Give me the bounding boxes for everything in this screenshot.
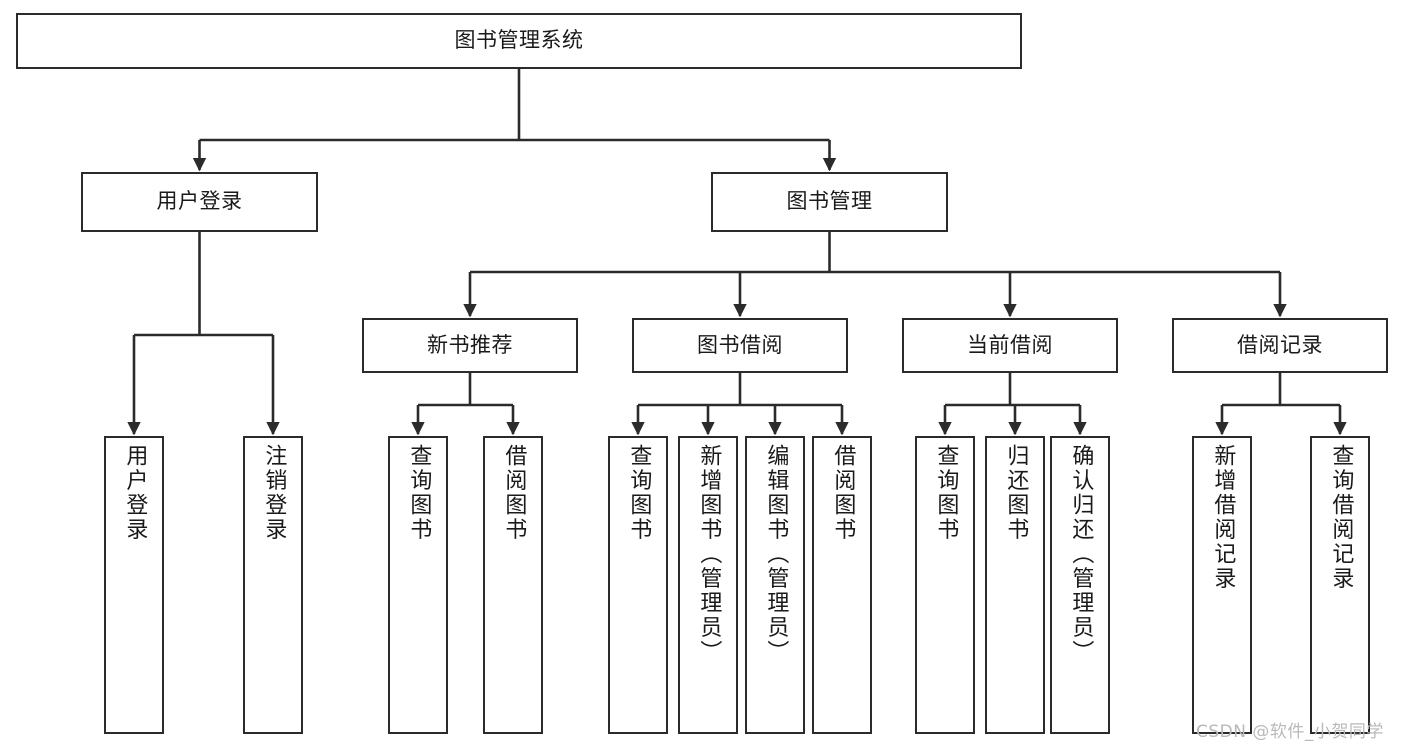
node-label-borrow-record: 借阅记录 bbox=[1237, 332, 1323, 357]
node-label-leaf-borrow-book-2: 借阅图书 bbox=[830, 444, 856, 542]
node-current-borrow[interactable]: 当前借阅 bbox=[902, 318, 1118, 373]
node-label-current-borrow: 当前借阅 bbox=[967, 332, 1053, 357]
node-leaf-query-book-3[interactable]: 查询图书 bbox=[915, 436, 975, 734]
node-label-leaf-borrow-book-1: 借阅图书 bbox=[501, 444, 527, 542]
node-borrow-record[interactable]: 借阅记录 bbox=[1172, 318, 1388, 373]
node-label-leaf-query-book-3: 查询图书 bbox=[933, 444, 959, 542]
node-leaf-query-borrow-record[interactable]: 查询借阅记录 bbox=[1310, 436, 1370, 734]
node-leaf-user-login[interactable]: 用户登录 bbox=[104, 436, 164, 734]
node-label-new-book-rec: 新书推荐 bbox=[427, 332, 513, 357]
node-label-leaf-add-borrow-record: 新增借阅记录 bbox=[1210, 444, 1236, 591]
node-label-leaf-query-book-1: 查询图书 bbox=[406, 444, 432, 542]
node-label-leaf-confirm-return-admin: 确认归还（管理员） bbox=[1068, 444, 1094, 665]
node-new-book-rec[interactable]: 新书推荐 bbox=[362, 318, 578, 373]
node-label-leaf-user-login: 用户登录 bbox=[122, 444, 148, 542]
node-leaf-logout[interactable]: 注销登录 bbox=[243, 436, 303, 734]
node-leaf-add-book-admin[interactable]: 新增图书（管理员） bbox=[678, 436, 738, 734]
node-label-user-login: 用户登录 bbox=[156, 189, 243, 214]
node-label-book-manage: 图书管理 bbox=[786, 189, 873, 214]
node-label-leaf-add-book-admin: 新增图书（管理员） bbox=[696, 444, 722, 665]
node-label-leaf-return-book: 归还图书 bbox=[1003, 444, 1029, 542]
node-leaf-return-book[interactable]: 归还图书 bbox=[985, 436, 1045, 734]
node-label-book-borrow: 图书借阅 bbox=[697, 332, 783, 357]
node-leaf-query-book-2[interactable]: 查询图书 bbox=[608, 436, 668, 734]
node-user-login[interactable]: 用户登录 bbox=[81, 172, 318, 232]
node-leaf-edit-book-admin[interactable]: 编辑图书（管理员） bbox=[745, 436, 805, 734]
node-label-root: 图书管理系统 bbox=[454, 28, 584, 53]
node-leaf-confirm-return-admin[interactable]: 确认归还（管理员） bbox=[1050, 436, 1110, 734]
node-leaf-query-book-1[interactable]: 查询图书 bbox=[388, 436, 448, 734]
node-leaf-add-borrow-record[interactable]: 新增借阅记录 bbox=[1192, 436, 1252, 734]
node-book-borrow[interactable]: 图书借阅 bbox=[632, 318, 848, 373]
node-label-leaf-edit-book-admin: 编辑图书（管理员） bbox=[763, 444, 789, 665]
node-label-leaf-logout: 注销登录 bbox=[261, 444, 287, 542]
node-label-leaf-query-book-2: 查询图书 bbox=[626, 444, 652, 542]
node-book-manage[interactable]: 图书管理 bbox=[711, 172, 948, 232]
watermark: CSDN @软件_小贺同学 bbox=[1196, 722, 1384, 742]
node-root[interactable]: 图书管理系统 bbox=[16, 13, 1022, 69]
node-leaf-borrow-book-1[interactable]: 借阅图书 bbox=[483, 436, 543, 734]
node-label-leaf-query-borrow-record: 查询借阅记录 bbox=[1328, 444, 1354, 591]
node-leaf-borrow-book-2[interactable]: 借阅图书 bbox=[812, 436, 872, 734]
